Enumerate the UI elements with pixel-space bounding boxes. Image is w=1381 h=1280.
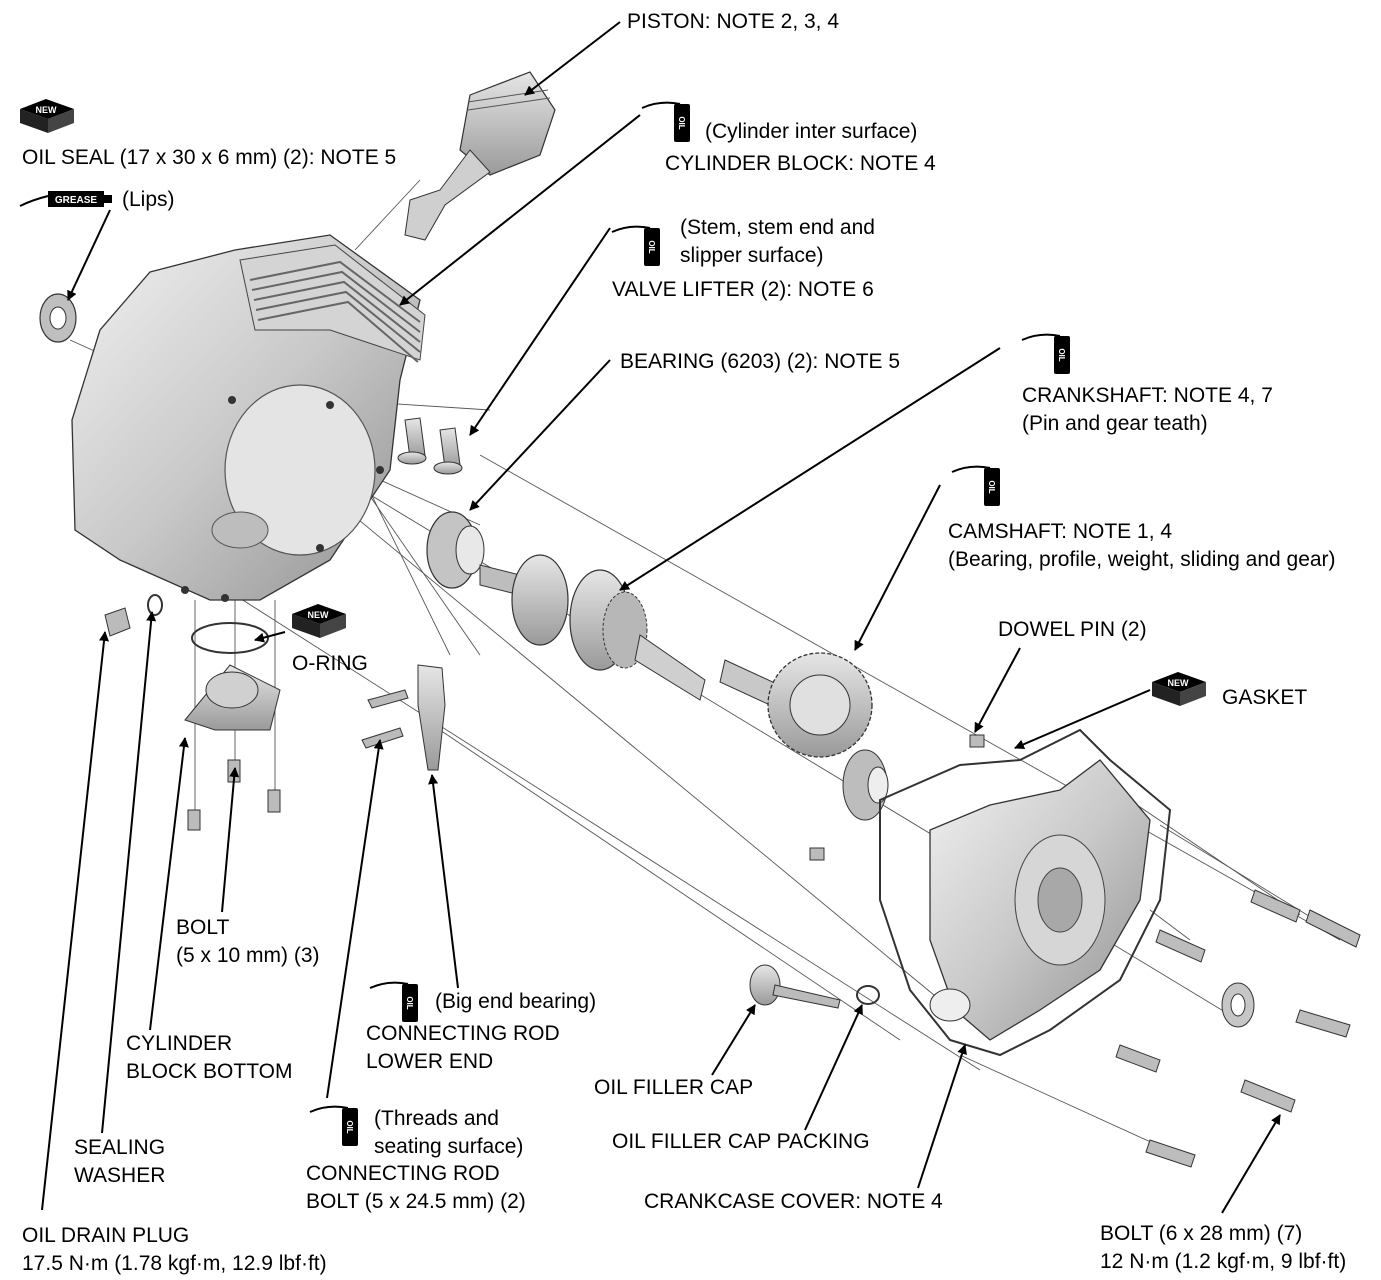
label-oil-drain-plug-line2: 17.5 N·m (1.78 kgf·m, 12.9 lbf·ft): [22, 1252, 327, 1275]
svg-text:NEW: NEW: [36, 105, 58, 115]
cylinder-block: [71, 234, 426, 602]
crankshaft-part: [479, 554, 706, 701]
oil-icon: OIL: [611, 225, 660, 266]
grease-icon: GREASE: [19, 191, 112, 207]
label-oil-filler-cap-packing: OIL FILLER CAP PACKING: [612, 1130, 870, 1153]
label-bolt-5x10-line1: BOLT: [176, 916, 230, 939]
svg-text:OIL: OIL: [647, 240, 656, 253]
label-bolt-6x28-line2: 12 N·m (1.2 kgf·m, 9 lbf·ft): [1100, 1250, 1347, 1273]
label-conrod-bolt-line2: BOLT (5 x 24.5 mm) (2): [306, 1190, 526, 1213]
label-cylinder-block-bottom-line1: CYLINDER: [126, 1032, 233, 1055]
label-o-ring: O-RING: [292, 652, 368, 675]
oil-icon: OIL: [369, 981, 418, 1022]
svg-text:OIL: OIL: [405, 996, 414, 1009]
oil-icon: OIL: [309, 1105, 358, 1146]
label-lips: (Lips): [122, 188, 175, 211]
label-sealing-washer-line1: SEALING: [74, 1136, 166, 1159]
label-sealing-washer-line2: WASHER: [74, 1164, 166, 1187]
svg-text:GREASE: GREASE: [55, 195, 98, 206]
oil-filler-parts: [749, 964, 1255, 1028]
label-oil-seal: OIL SEAL (17 x 30 x 6 mm) (2): NOTE 5: [22, 146, 397, 169]
label-crankshaft-note: (Pin and gear teath): [1022, 412, 1208, 435]
label-dowel-pin: DOWEL PIN (2): [998, 618, 1147, 641]
label-valve-lifter-note-2: slipper surface): [680, 244, 824, 267]
svg-text:OIL: OIL: [345, 1120, 354, 1133]
label-piston: PISTON: NOTE 2, 3, 4: [627, 10, 840, 33]
svg-text:OIL: OIL: [677, 116, 686, 129]
label-oil-filler-cap: OIL FILLER CAP: [594, 1076, 754, 1099]
label-conrod-bolt-line1: CONNECTING ROD: [306, 1162, 500, 1185]
cover-bolts: [1115, 889, 1361, 1168]
leader-arrows: [41, 21, 1281, 1214]
label-bolt-6x28-line1: BOLT (6 x 28 mm) (7): [1100, 1222, 1303, 1245]
crankcase-cover-part: [809, 728, 1172, 1057]
oil-icon: OIL: [641, 101, 690, 142]
label-threads-line1: (Threads and: [374, 1107, 499, 1130]
label-cylinder-inter-surface: (Cylinder inter surface): [705, 120, 918, 143]
conrod-lower-part: [361, 664, 446, 771]
oil-icon: OIL: [1021, 333, 1070, 374]
bottom-parts: [104, 594, 281, 831]
svg-text:NEW: NEW: [1168, 678, 1190, 688]
label-conrod-lower-line1: CONNECTING ROD: [366, 1022, 560, 1045]
label-camshaft: CAMSHAFT: NOTE 1, 4: [948, 520, 1173, 543]
label-oil-drain-plug-line1: OIL DRAIN PLUG: [22, 1224, 190, 1247]
label-conrod-lower-line2: LOWER END: [366, 1050, 494, 1073]
valve-lifters: [397, 417, 463, 475]
svg-text:OIL: OIL: [1057, 348, 1066, 361]
label-bolt-5x10-line2: (5 x 10 mm) (3): [176, 944, 320, 967]
label-valve-lifter-note-1: (Stem, stem end and: [680, 216, 875, 239]
new-part-icon: NEW: [20, 99, 74, 133]
label-big-end-bearing: (Big end bearing): [435, 990, 597, 1013]
label-cylinder-block-bottom-line2: BLOCK BOTTOM: [126, 1060, 293, 1083]
piston-assembly: [404, 71, 556, 241]
svg-text:OIL: OIL: [987, 480, 996, 493]
label-threads-line2: seating surface): [374, 1135, 524, 1158]
label-crankcase-cover: CRANKCASE COVER: NOTE 4: [644, 1190, 943, 1213]
new-part-icon: NEW: [292, 604, 346, 638]
label-gasket: GASKET: [1222, 686, 1308, 709]
label-crankshaft: CRANKSHAFT: NOTE 4, 7: [1022, 384, 1273, 407]
svg-text:NEW: NEW: [308, 610, 330, 620]
oil-seal-part: [39, 293, 77, 343]
oil-icon: OIL: [951, 465, 1000, 506]
label-camshaft-note: (Bearing, profile, weight, sliding and g…: [948, 548, 1336, 571]
label-cylinder-block: CYLINDER BLOCK: NOTE 4: [665, 152, 936, 175]
label-valve-lifter: VALVE LIFTER (2): NOTE 6: [612, 278, 874, 301]
bearing-left: [426, 511, 485, 589]
label-bearing: BEARING (6203) (2): NOTE 5: [620, 350, 901, 373]
camshaft-part: [719, 652, 889, 821]
new-part-icon: NEW: [1152, 672, 1206, 706]
